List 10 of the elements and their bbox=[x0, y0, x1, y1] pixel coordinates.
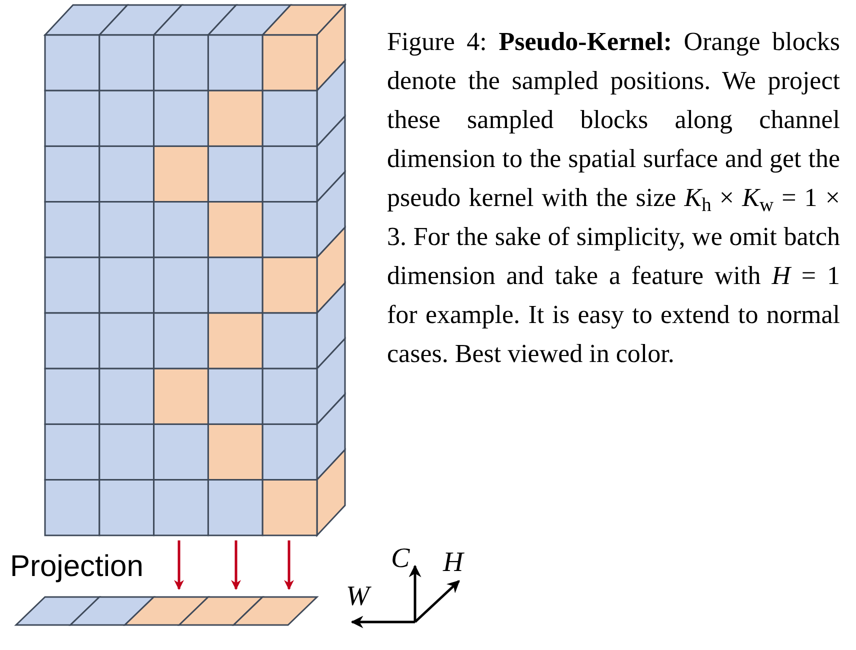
projection-arrow bbox=[284, 540, 294, 590]
axis-label: C bbox=[391, 543, 410, 575]
projection-arrow bbox=[174, 540, 184, 590]
projection-arrow bbox=[231, 540, 241, 590]
projection-label: Projection bbox=[10, 549, 144, 585]
axis-label: W bbox=[346, 581, 370, 613]
axis-label: H bbox=[443, 547, 464, 579]
figure-caption: Figure 4: Pseudo-Kernel: Orange blocks denote the sampled positions. We project these sampled blocks along channel dimension to the spatial surface and get the pseudo kernel with the size K$_{h}$ × K$_{w}$ = 1 × 3. For the sake of simplicity, we omit batch dimension and take a feature with H = 1 for example. It is easy to extend to normal cases. Best viewed in color. bbox=[387, 26, 840, 370]
feature-block-drawing bbox=[45, 5, 345, 536]
projected-kernel-strip bbox=[16, 597, 317, 625]
